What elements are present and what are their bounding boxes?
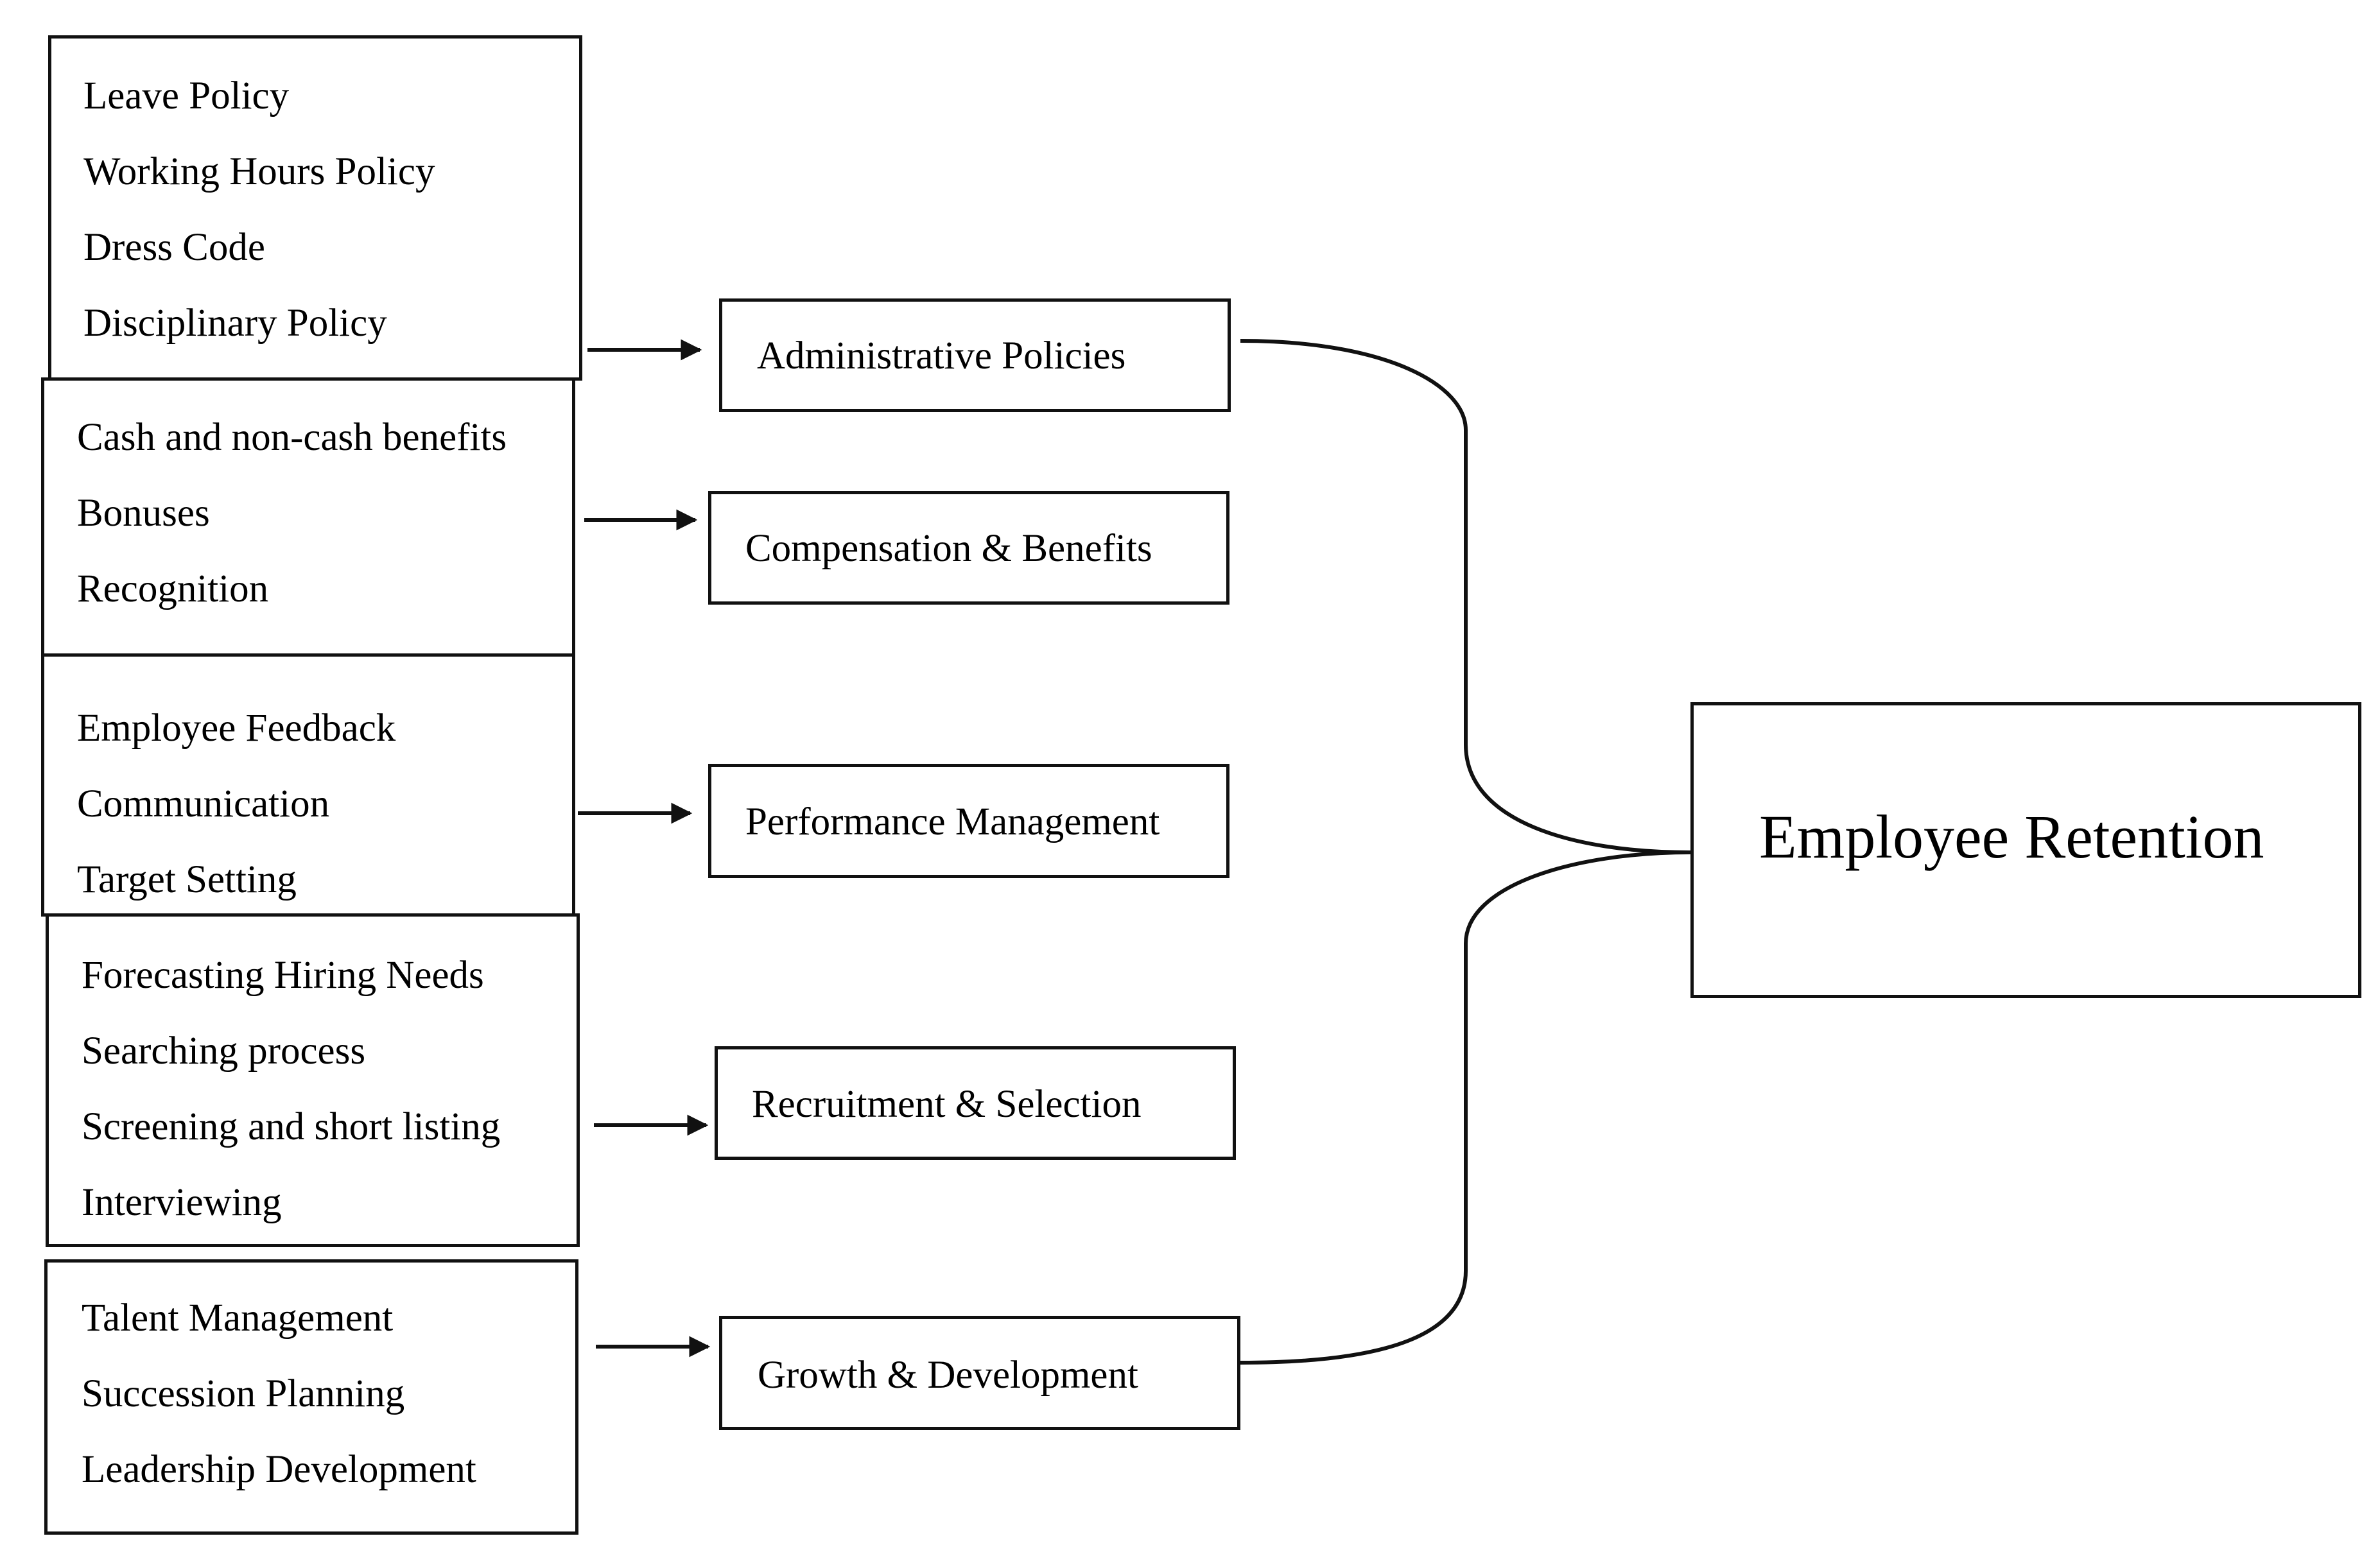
factor-item: Interviewing xyxy=(82,1181,282,1224)
factor-item: Employee Feedback xyxy=(77,707,396,750)
factor-list-recruitment: Forecasting Hiring Needs Searching proce… xyxy=(82,938,500,1241)
outcome-label: Employee Retention xyxy=(1759,802,2264,871)
category-box-administrative-policies: Administrative Policies xyxy=(719,298,1231,412)
factor-box-compensation: Cash and non-cash benefits Bonuses Recog… xyxy=(41,377,575,657)
bracket-lower-curve xyxy=(1240,850,1691,1365)
factor-item: Leadership Development xyxy=(82,1448,476,1491)
factor-item: Talent Management xyxy=(82,1297,394,1340)
category-label: Recruitment & Selection xyxy=(752,1083,1142,1126)
factor-list-administrative: Leave Policy Working Hours Policy Dress … xyxy=(83,58,435,361)
factor-item: Recognition xyxy=(77,567,269,610)
factor-item: Succession Planning xyxy=(82,1372,405,1415)
factor-item: Cash and non-cash benefits xyxy=(77,416,507,459)
outcome-box-employee-retention: Employee Retention xyxy=(1690,702,2361,998)
factor-item: Dress Code xyxy=(83,226,265,269)
category-box-compensation-benefits: Compensation & Benefits xyxy=(708,491,1229,605)
factor-item: Target Setting xyxy=(77,858,297,901)
category-label: Growth & Development xyxy=(758,1354,1138,1397)
factor-list-growth: Talent Management Succession Planning Le… xyxy=(82,1281,476,1508)
factor-item: Bonuses xyxy=(77,492,210,535)
factor-item: Forecasting Hiring Needs xyxy=(82,954,484,997)
factor-box-administrative: Leave Policy Working Hours Policy Dress … xyxy=(48,35,582,381)
factor-box-recruitment: Forecasting Hiring Needs Searching proce… xyxy=(46,913,580,1247)
factor-item: Communication xyxy=(77,782,330,825)
factor-item: Searching process xyxy=(82,1030,366,1073)
factor-item: Screening and short listing xyxy=(82,1105,501,1148)
category-label: Performance Management xyxy=(745,800,1160,843)
factor-list-compensation: Cash and non-cash benefits Bonuses Recog… xyxy=(77,400,507,627)
factor-list-performance: Employee Feedback Communication Target S… xyxy=(77,691,395,918)
category-box-performance-management: Performance Management xyxy=(708,764,1229,878)
category-label: Administrative Policies xyxy=(757,334,1126,377)
category-box-growth-development: Growth & Development xyxy=(719,1316,1240,1430)
factor-box-performance: Employee Feedback Communication Target S… xyxy=(41,653,575,917)
factor-item: Working Hours Policy xyxy=(83,150,435,193)
bracket-upper-curve xyxy=(1240,339,1691,854)
category-box-recruitment-selection: Recruitment & Selection xyxy=(715,1046,1236,1160)
factor-box-growth: Talent Management Succession Planning Le… xyxy=(44,1259,578,1535)
factor-item: Leave Policy xyxy=(83,74,290,117)
category-label: Compensation & Benefits xyxy=(745,527,1152,570)
factor-item: Disciplinary Policy xyxy=(83,302,387,345)
